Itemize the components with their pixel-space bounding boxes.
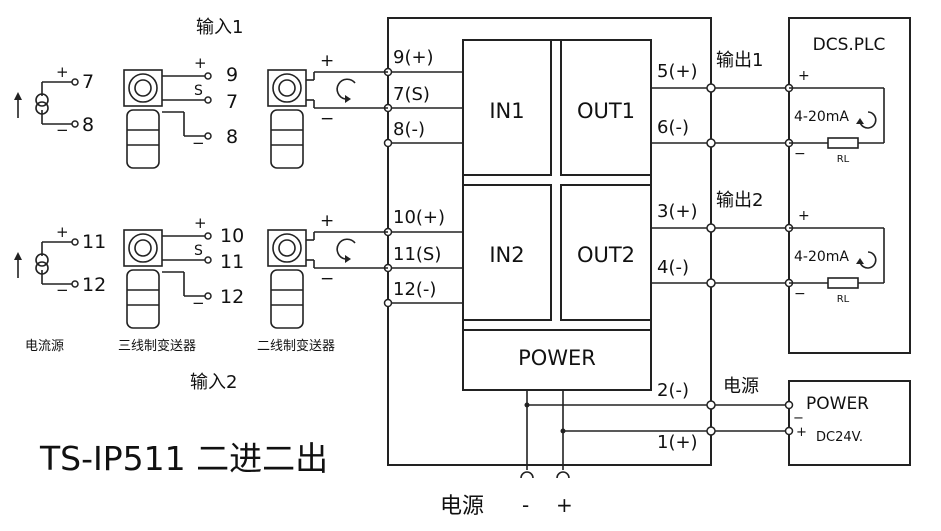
- out2-plus: +: [798, 208, 810, 224]
- power-supply-box: [788, 380, 911, 466]
- module-out1: [560, 39, 652, 176]
- out2-label: OUT2: [577, 243, 635, 267]
- tri1-term-s: 7: [226, 91, 238, 113]
- tri1-s: S: [194, 83, 203, 99]
- tri1-term-p: 9: [226, 64, 238, 86]
- src2-plus: +: [56, 223, 69, 241]
- power-module-label: POWER: [518, 346, 596, 370]
- three-wire-transmitter-2-icon: [123, 229, 212, 329]
- terminal-2n: 2(-): [657, 380, 689, 401]
- tri2-term-p: 10: [220, 225, 244, 247]
- output2-wiring: [706, 223, 885, 289]
- three-wire-transmitter-1-icon: [123, 69, 212, 169]
- power-box-title: POWER: [806, 394, 869, 414]
- out1-range: 4-20mA: [794, 109, 849, 125]
- terminal-8n: 8(-): [393, 119, 425, 140]
- terminal-12n: 12(-): [393, 279, 436, 300]
- output1-wiring: [706, 83, 885, 149]
- src1-term-n: 8: [82, 114, 94, 136]
- tri2-minus: −: [192, 294, 205, 312]
- current-source-2: [14, 238, 79, 288]
- terminal-10p: 10(+): [393, 207, 445, 228]
- terminal-4n: 4(-): [657, 257, 689, 278]
- output1-label: 输出1: [716, 50, 763, 71]
- tri2-term-n: 12: [220, 286, 244, 308]
- power-plus: +: [796, 425, 807, 440]
- in2-label: IN2: [489, 243, 524, 267]
- tw2-plus: +: [320, 211, 334, 231]
- tri1-plus: +: [194, 54, 207, 72]
- input-terminal-lines: [388, 71, 463, 304]
- src1-term-p: 7: [82, 71, 94, 93]
- current-source-1: [14, 78, 79, 128]
- module-out2: [560, 184, 652, 321]
- tw1-plus: +: [320, 51, 334, 71]
- model-title: TS-IP511 二进二出: [39, 439, 328, 478]
- out1-label: OUT1: [577, 99, 635, 123]
- in1-label: IN1: [489, 99, 524, 123]
- tw2-minus: −: [320, 269, 334, 289]
- label-current-source: 电流源: [25, 339, 64, 354]
- tri1-minus: −: [192, 134, 205, 152]
- out1-minus: −: [794, 146, 806, 162]
- dcs-plc-box: [788, 17, 911, 354]
- tri2-plus: +: [194, 214, 207, 232]
- two-wire-transmitter-2-icon: [267, 229, 388, 329]
- out2-range: 4-20mA: [794, 249, 849, 265]
- power-voltage: DC24V.: [816, 430, 863, 445]
- tri1-term-n: 8: [226, 126, 238, 148]
- power-wiring: [520, 390, 794, 479]
- power-minus: −: [793, 411, 804, 426]
- label-three-wire: 三线制变送器: [118, 338, 196, 354]
- terminal-11s: 11(S): [393, 244, 441, 265]
- tw1-minus: −: [320, 109, 334, 129]
- terminal-1p: 1(+): [657, 432, 698, 453]
- power-label: 电源: [723, 376, 759, 397]
- module-in1: [462, 39, 552, 176]
- bottom-power-minus: -: [522, 493, 529, 517]
- label-two-wire: 二线制变送器: [257, 338, 335, 354]
- input1-label: 输入1: [196, 17, 243, 38]
- tri2-s: S: [194, 243, 203, 259]
- src2-term-n: 12: [82, 274, 106, 296]
- out1-plus: +: [798, 68, 810, 84]
- output-terminal-lines: [651, 87, 711, 284]
- terminal-7s: 7(S): [393, 84, 430, 105]
- bottom-power-plus: +: [556, 493, 573, 517]
- terminal-5p: 5(+): [657, 61, 698, 82]
- module-power: [462, 329, 652, 391]
- terminal-9p: 9(+): [393, 47, 434, 68]
- src1-plus: +: [56, 63, 69, 81]
- out2-resistor: RL: [837, 294, 850, 305]
- bottom-power-label: 电源: [440, 494, 484, 519]
- terminal-6n: 6(-): [657, 117, 689, 138]
- src2-term-p: 11: [82, 231, 106, 253]
- output2-label: 输出2: [716, 190, 763, 211]
- out2-minus: −: [794, 286, 806, 302]
- terminal-3p: 3(+): [657, 201, 698, 222]
- input2-label: 输入2: [190, 372, 237, 393]
- src1-minus: −: [56, 121, 69, 139]
- dcs-plc-label: DCS.PLC: [813, 35, 886, 55]
- out1-resistor: RL: [837, 154, 850, 165]
- tri2-term-s: 11: [220, 251, 244, 273]
- src2-minus: −: [56, 281, 69, 299]
- two-wire-transmitter-1-icon: [267, 69, 388, 169]
- module-in2: [462, 184, 552, 321]
